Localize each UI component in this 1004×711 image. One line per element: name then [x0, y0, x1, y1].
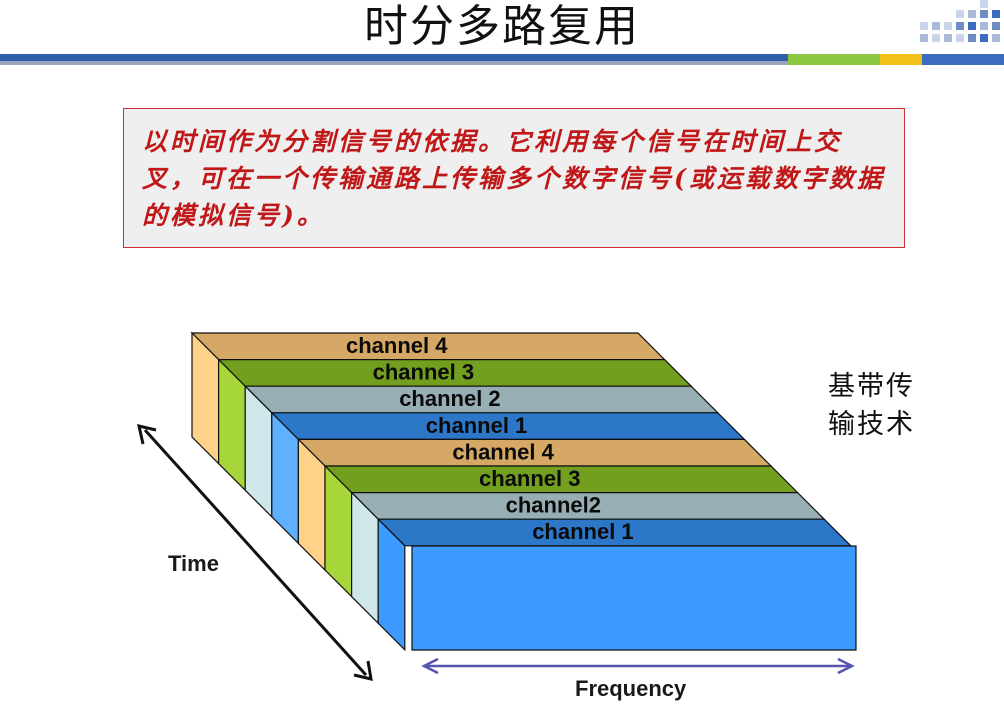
header-bar	[0, 54, 1004, 68]
channel-slabs	[190, 331, 853, 652]
slide-title: 时分多路复用	[364, 1, 640, 52]
definition-text: 以时间作为分割信号的依据。它利用每个信号在时间上交叉，可在一个传输通路上传输多个…	[142, 127, 885, 230]
baseband-label: 基带传 输技术	[828, 368, 948, 444]
header-bar-blue	[922, 54, 1004, 65]
header-bar-yellow	[880, 54, 922, 65]
channel-label: channel 3	[373, 360, 474, 385]
time-arrow	[137, 423, 373, 681]
block-front-face	[411, 545, 857, 651]
channel-slab-side	[377, 517, 406, 652]
channel-label: channel 1	[532, 519, 633, 544]
channel-label: channel 4	[346, 333, 448, 358]
baseband-label-line1: 基带传	[828, 371, 915, 402]
header-bar-green	[788, 54, 880, 65]
channel-label: channel2	[506, 493, 601, 518]
header-bar-main	[0, 54, 788, 61]
channel-label: channel 3	[479, 466, 580, 491]
frequency-arrow	[421, 657, 855, 675]
frequency-label: Frequency	[575, 676, 687, 701]
time-label: Time	[168, 551, 219, 576]
channel-label: channel 2	[399, 386, 500, 411]
baseband-label-line2: 输技术	[828, 409, 915, 440]
channel-label: channel 4	[452, 439, 554, 464]
logo-grid-icon	[920, 0, 1000, 42]
header-bar-shadow	[0, 61, 788, 65]
definition-callout: 以时间作为分割信号的依据。它利用每个信号在时间上交叉，可在一个传输通路上传输多个…	[123, 108, 905, 248]
channel-label: channel 1	[426, 413, 527, 438]
